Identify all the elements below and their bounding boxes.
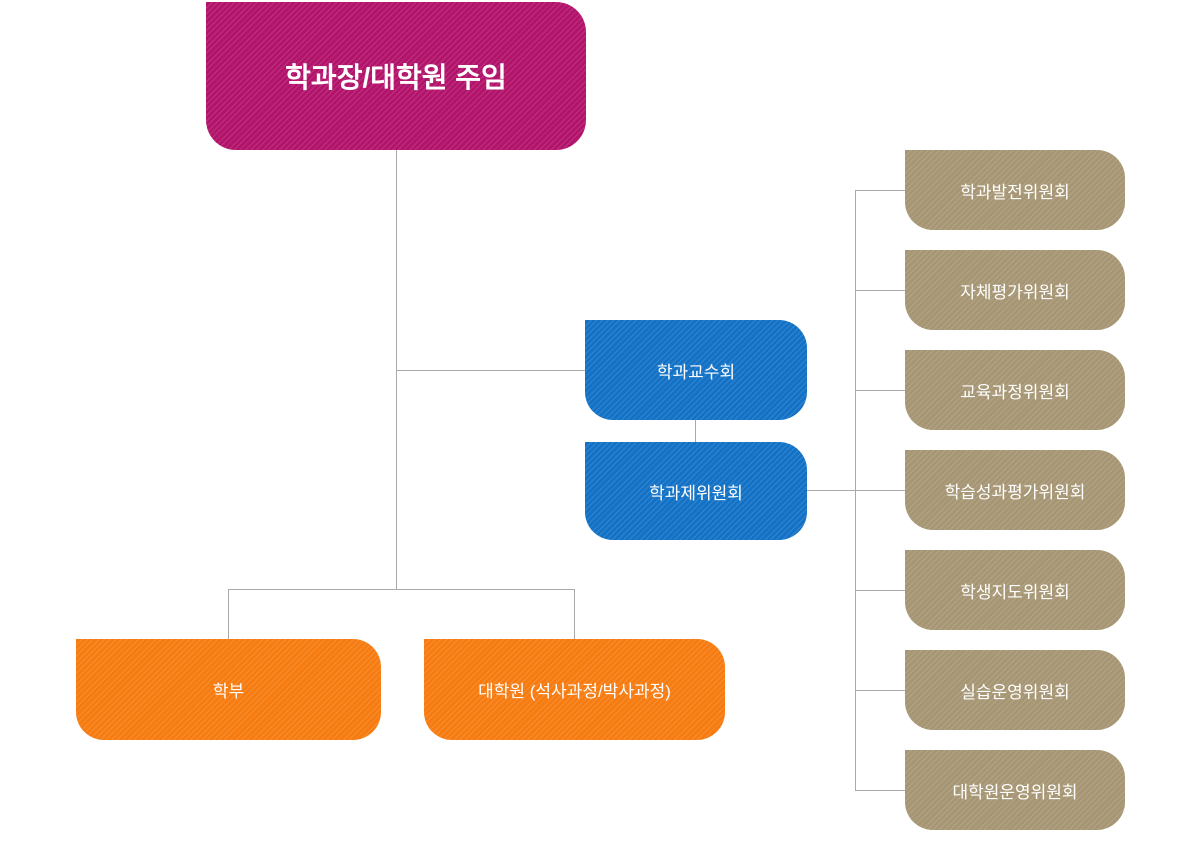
connector-committee-stub-6 bbox=[855, 690, 905, 691]
node-committee-student-guidance: 학생지도위원회 bbox=[905, 550, 1125, 630]
committee-label: 교육과정위원회 bbox=[960, 382, 1070, 402]
node-committee-graduate-operation: 대학원운영위원회 bbox=[905, 750, 1125, 830]
node-graduate-school: 대학원 (석사과정/박사과정) bbox=[424, 639, 725, 740]
connector-committee-stub-3 bbox=[855, 390, 905, 391]
connector-council-to-hub bbox=[695, 420, 696, 442]
connector-committee-stub-2 bbox=[855, 290, 905, 291]
node-department-committees: 학과제위원회 bbox=[585, 442, 807, 540]
committee-label: 자체평가위원회 bbox=[960, 282, 1070, 302]
committee-label: 학생지도위원회 bbox=[960, 582, 1070, 602]
node-undergraduate-label: 학부 bbox=[212, 682, 245, 701]
node-undergraduate: 학부 bbox=[76, 639, 381, 740]
node-department-committees-label: 학과제위원회 bbox=[649, 483, 743, 503]
node-department-head-label: 학과장/대학원 주임 bbox=[285, 62, 507, 93]
committee-label: 학과발전위원회 bbox=[960, 182, 1070, 202]
node-committee-development: 학과발전위원회 bbox=[905, 150, 1125, 230]
node-committee-self-evaluation: 자체평가위원회 bbox=[905, 250, 1125, 330]
committee-label: 대학원운영위원회 bbox=[952, 782, 1078, 802]
connector-committee-stub-7 bbox=[855, 790, 905, 791]
connector-committee-stub-5 bbox=[855, 590, 905, 591]
node-department-head: 학과장/대학원 주임 bbox=[206, 2, 586, 150]
committee-label: 실습운영위원회 bbox=[960, 682, 1070, 702]
connector-committee-stub-4 bbox=[855, 490, 905, 491]
committee-label: 학습성과평가위원회 bbox=[944, 482, 1086, 502]
connector-trunk-to-council bbox=[396, 370, 585, 371]
connector-hub-to-right-trunk bbox=[807, 490, 856, 491]
node-faculty-council: 학과교수회 bbox=[585, 320, 807, 420]
connector-grad-drop bbox=[574, 589, 575, 639]
connector-bottom-branch bbox=[228, 589, 575, 590]
node-committee-curriculum: 교육과정위원회 bbox=[905, 350, 1125, 430]
node-faculty-council-label: 학과교수회 bbox=[656, 362, 736, 382]
node-committee-practice-operation: 실습운영위원회 bbox=[905, 650, 1125, 730]
node-graduate-school-label: 대학원 (석사과정/박사과정) bbox=[478, 682, 671, 701]
connector-undergrad-drop bbox=[228, 589, 229, 639]
node-committee-learning-outcomes: 학습성과평가위원회 bbox=[905, 450, 1125, 530]
connector-committee-stub-1 bbox=[855, 190, 905, 191]
